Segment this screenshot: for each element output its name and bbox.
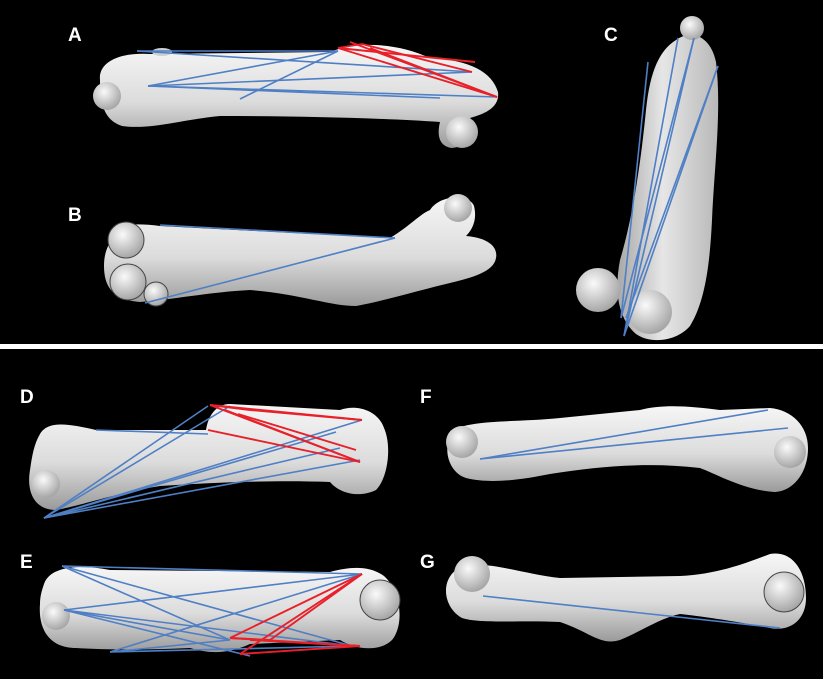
bone-view-f [446, 406, 808, 492]
panel-label-a: A [68, 26, 82, 45]
panel-label-b: B [68, 206, 82, 225]
panel-label-f: F [420, 388, 432, 407]
panel-label-e: E [20, 553, 33, 572]
bone-view-b [104, 194, 496, 306]
panel-label-c: C [604, 26, 618, 45]
panel-label-g: G [420, 553, 435, 572]
panel-label-d: D [20, 388, 34, 407]
